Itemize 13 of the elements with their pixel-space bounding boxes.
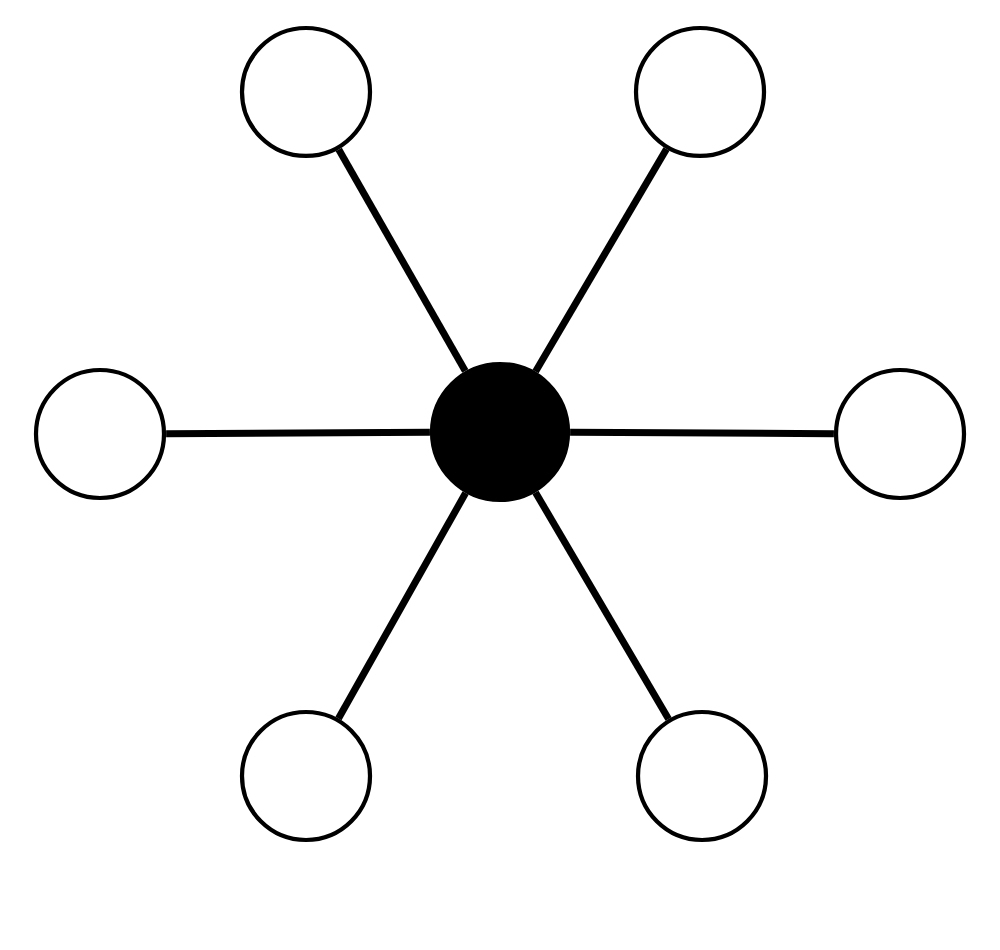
filled-circle-node xyxy=(429,361,571,503)
connector-line xyxy=(166,428,430,438)
circle-node xyxy=(239,25,373,159)
connector-line xyxy=(532,147,670,374)
connector-line xyxy=(532,490,672,721)
circle-node xyxy=(633,25,767,159)
circle-node xyxy=(33,367,167,501)
circle-node xyxy=(833,367,967,501)
connector-line xyxy=(335,491,469,721)
circle-node xyxy=(239,709,373,843)
connector-line xyxy=(335,147,469,373)
connector-line xyxy=(570,428,834,438)
circle-node xyxy=(635,709,769,843)
